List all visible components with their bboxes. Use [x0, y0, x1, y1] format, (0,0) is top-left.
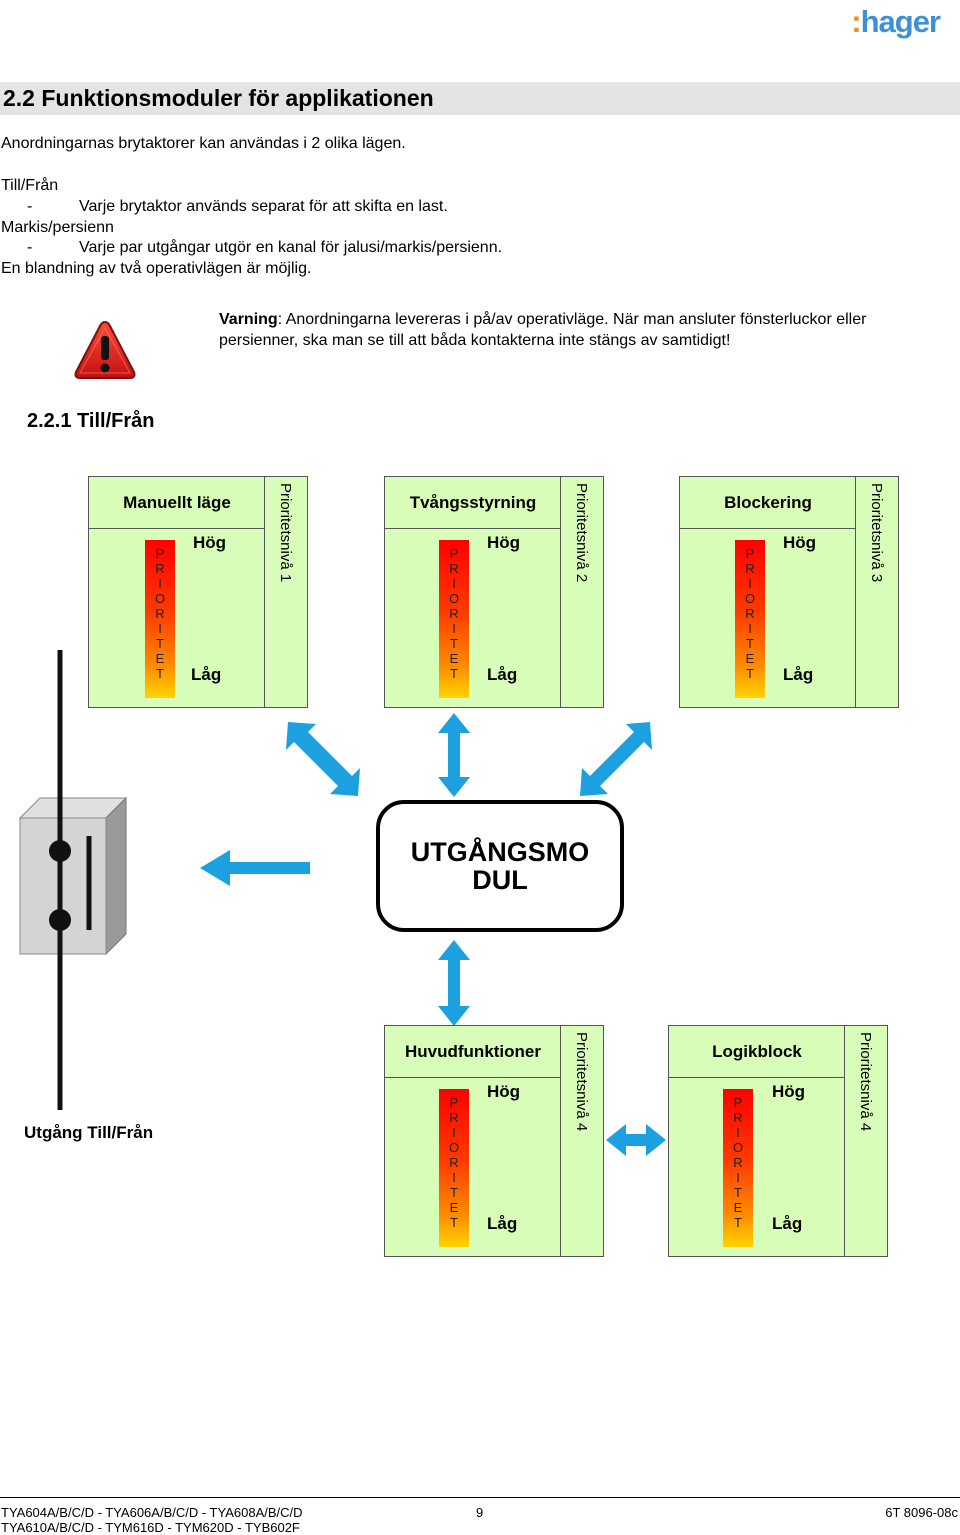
priority-level-label: Prioritetsnivå 4 — [857, 1032, 874, 1132]
footer-models-2: TYA610A/B/C/D - TYM616D - TYM620D - TYB6… — [1, 1520, 300, 1535]
output-switch-device — [18, 650, 128, 1110]
subsection-title: 2.2.1 Till/Från — [27, 410, 155, 432]
arrow-main-logic — [606, 1124, 666, 1156]
low-label: Låg — [191, 665, 222, 684]
low-label: Låg — [783, 665, 814, 684]
high-label: Hög — [193, 533, 227, 552]
mode-2-description: -Varje par utgångar utgör en kanal för j… — [27, 239, 503, 256]
low-label: Låg — [772, 1214, 803, 1233]
arrow-to-blocking — [580, 722, 652, 796]
page-number: 9 — [476, 1505, 484, 1520]
section-title: 2.2 Funktionsmoduler för applikationen — [3, 85, 434, 111]
output-label: Utgång Till/Från — [24, 1123, 154, 1142]
mode-1-title: Till/Från — [1, 177, 59, 194]
mode-2-title: Markis/persienn — [1, 219, 114, 236]
mode-1-description: -Varje brytaktor används separat för att… — [27, 198, 448, 215]
module-title: Tvångsstyrning — [385, 477, 561, 529]
priority-level-label: Prioritetsnivå 3 — [868, 483, 885, 583]
priority-level-label: Prioritetsnivå 1 — [277, 483, 294, 583]
module-title: Manuellt läge — [89, 477, 265, 529]
arrow-to-output — [200, 850, 310, 886]
priority-level-label: Prioritetsnivå 4 — [573, 1032, 590, 1132]
high-label: Hög — [783, 533, 817, 552]
section-title-bar — [0, 82, 960, 115]
module-title: Huvudfunktioner — [385, 1026, 561, 1078]
high-label: Hög — [487, 533, 521, 552]
high-label: Hög — [772, 1082, 806, 1101]
arrow-to-forced — [438, 713, 470, 797]
footer-divider — [0, 1497, 960, 1498]
arrow-to-manual — [286, 722, 360, 796]
intro-text: Anordningarnas brytaktorer kan användas … — [1, 135, 406, 152]
high-label: Hög — [487, 1082, 521, 1101]
hager-logo: :hager — [851, 4, 941, 39]
low-label: Låg — [487, 1214, 518, 1233]
footer-models-1: TYA604A/B/C/D - TYA606A/B/C/D - TYA608A/… — [1, 1505, 303, 1520]
low-label: Låg — [487, 665, 518, 684]
priority-level-label: Prioritetsnivå 2 — [573, 483, 590, 583]
module-title: Logikblock — [669, 1026, 845, 1078]
document-reference: 6T 8096-08c — [885, 1505, 958, 1520]
mix-note: En blandning av två operativlägen är möj… — [1, 260, 312, 277]
arrow-to-main-functions — [438, 940, 470, 1026]
module-title: Blockering — [680, 477, 856, 529]
warning-text: Varning: Anordningarna levereras i på/av… — [219, 311, 867, 349]
warning-icon — [74, 320, 136, 379]
